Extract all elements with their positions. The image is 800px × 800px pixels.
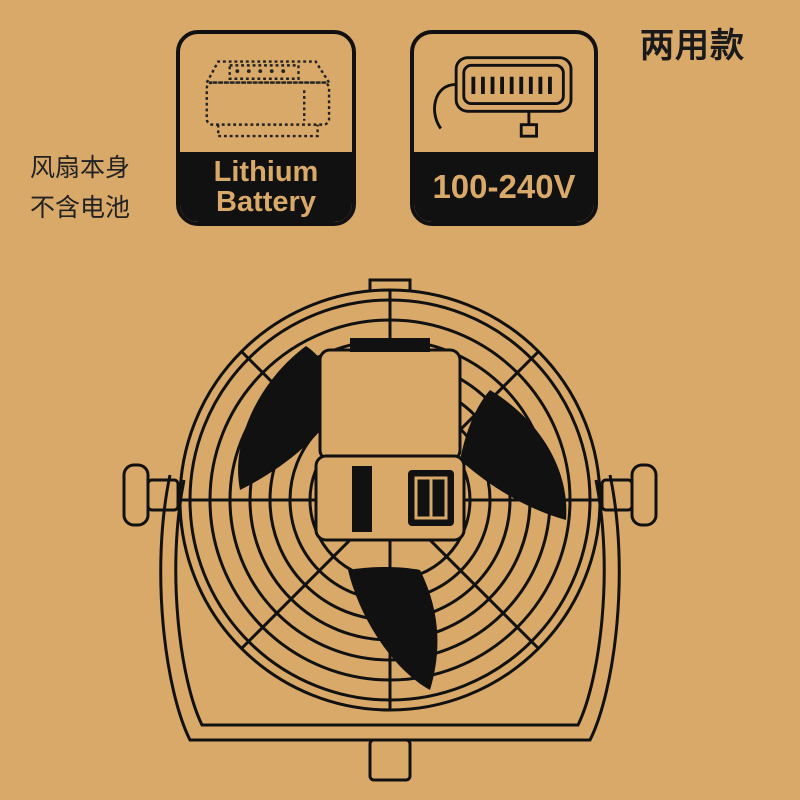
voltage-label: 100-240V (414, 152, 594, 222)
battery-label-line1: Lithium (213, 156, 319, 188)
note-line-2: 不含电池 (30, 193, 131, 222)
lithium-battery-label: Lithium Battery (180, 152, 352, 222)
wall-adapter-icon (433, 56, 573, 138)
battery-pack-icon (204, 60, 332, 138)
lithium-battery-card: Lithium Battery (176, 30, 356, 226)
dual-use-badge: 两用款 (640, 26, 745, 66)
ac-adapter-card: 100-240V (410, 30, 598, 226)
note-line-1: 风扇本身 (30, 153, 131, 182)
battery-not-included-note: 风扇本身 不含电池 (30, 148, 175, 228)
battery-label-line2: Battery (216, 186, 316, 218)
floor-fan-icon (122, 278, 658, 782)
